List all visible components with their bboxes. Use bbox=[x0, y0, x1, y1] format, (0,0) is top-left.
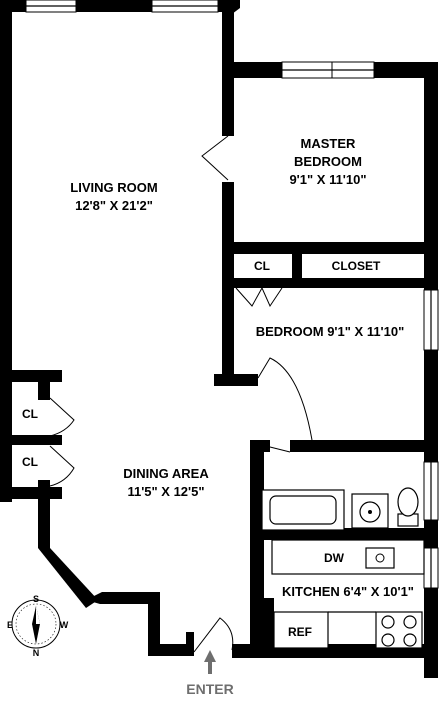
living-room-name: LIVING ROOM bbox=[70, 180, 157, 195]
master-bedroom-name-1: MASTER bbox=[301, 136, 357, 151]
refrigerator bbox=[273, 611, 329, 649]
compass: S N E W bbox=[7, 594, 69, 658]
master-bedroom-dims: 9'1" X 11'10" bbox=[289, 172, 366, 187]
closet-small-label: CL bbox=[254, 259, 270, 273]
interior-walls bbox=[214, 242, 428, 652]
door-bedroom bbox=[257, 357, 313, 441]
door-master-bedroom bbox=[201, 135, 229, 181]
compass-w: W bbox=[60, 620, 69, 630]
bathtub-basin bbox=[269, 495, 337, 525]
dining-area-name: DINING AREA bbox=[123, 466, 209, 481]
kitchen-label: KITCHEN 6'4" X 10'1" bbox=[282, 584, 414, 599]
master-bedroom-name-2: BEDROOM bbox=[294, 154, 362, 169]
compass-s: S bbox=[33, 594, 39, 604]
enter-label: ENTER bbox=[186, 681, 233, 697]
closet-large-label: CLOSET bbox=[332, 259, 381, 273]
kitchen-counter bbox=[271, 539, 425, 575]
compass-e: E bbox=[7, 620, 13, 630]
dishwasher-label: DW bbox=[324, 551, 345, 565]
toilet-bowl bbox=[397, 487, 419, 517]
closet-left-1-label: CL bbox=[22, 407, 38, 421]
burner bbox=[403, 615, 417, 629]
compass-n: N bbox=[33, 648, 40, 658]
door-closet-small bbox=[235, 286, 283, 308]
door-closet-left-1 bbox=[49, 397, 75, 437]
doors bbox=[49, 135, 313, 653]
door-closet-left-2 bbox=[49, 445, 75, 487]
dining-area-dims: 11'5" X 12'5" bbox=[127, 484, 204, 499]
bathroom-fixtures bbox=[261, 487, 419, 531]
exterior-walls bbox=[0, 0, 438, 678]
bedroom-label: BEDROOM 9'1" X 11'10" bbox=[256, 324, 405, 339]
burner bbox=[403, 633, 417, 647]
refrigerator-label: REF bbox=[288, 625, 312, 639]
door-entrance bbox=[193, 617, 234, 653]
door-bath bbox=[265, 445, 291, 453]
kitchen-fixtures bbox=[271, 539, 425, 649]
burner bbox=[381, 615, 395, 629]
closet-left-2-label: CL bbox=[22, 455, 38, 469]
entrance-arrow bbox=[204, 650, 216, 674]
burner bbox=[381, 633, 395, 647]
living-room-dims: 12'8" X 21'2" bbox=[75, 198, 153, 213]
windows bbox=[25, 0, 439, 589]
